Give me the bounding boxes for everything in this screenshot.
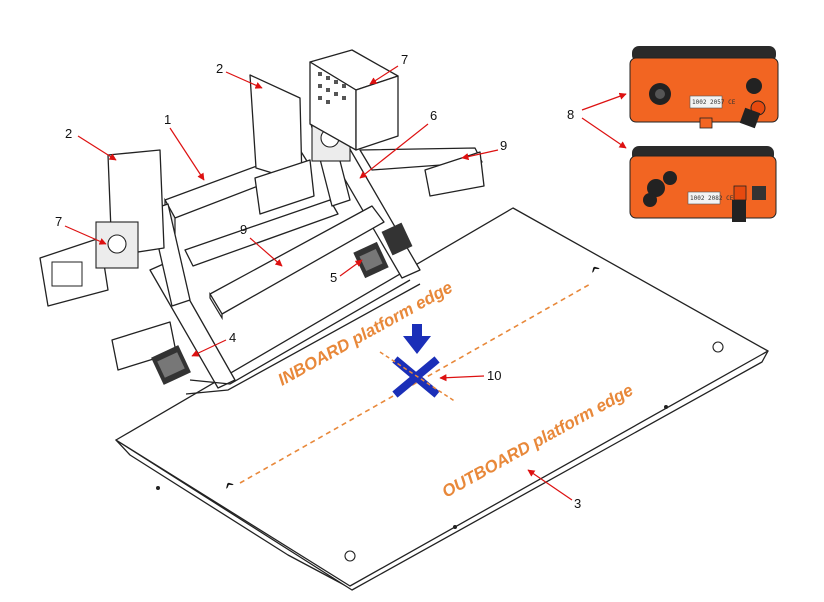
- platform-top-surface: [115, 207, 769, 587]
- control-box-top: 1002 2057 CE: [629, 46, 779, 129]
- callout-5: 5: [330, 270, 337, 285]
- cylinder-5: [353, 241, 389, 279]
- callouts: 2 1 2 7 7 6 9 9 5 4 10 3 8: [55, 52, 627, 511]
- control-box-top-plate: 1002 2057 CE: [692, 99, 736, 106]
- callout-7-top: 7: [401, 52, 408, 67]
- platform-centre-line: [239, 282, 593, 484]
- callout-9-right: 9: [500, 138, 507, 153]
- cylinder-4: [151, 345, 191, 385]
- callout-1: 1: [164, 112, 171, 127]
- down-arrow-icon: [403, 324, 431, 354]
- callout-6: 6: [430, 108, 437, 123]
- callout-2-top: 2: [216, 61, 223, 76]
- centre-position-marker: [379, 351, 457, 403]
- callout-2-left: 2: [65, 126, 72, 141]
- callout-10: 10: [487, 368, 501, 383]
- callout-7-left: 7: [55, 214, 62, 229]
- control-box-bottom: 1002 2082 CE: [629, 146, 777, 222]
- callout-4: 4: [229, 330, 236, 345]
- callout-3: 3: [574, 496, 581, 511]
- cylinder-right: [381, 222, 413, 256]
- control-box-bottom-plate: 1002 2082 CE: [690, 195, 734, 202]
- callout-8: 8: [567, 107, 574, 122]
- callout-9-middle: 9: [240, 222, 247, 237]
- platform: [115, 207, 769, 591]
